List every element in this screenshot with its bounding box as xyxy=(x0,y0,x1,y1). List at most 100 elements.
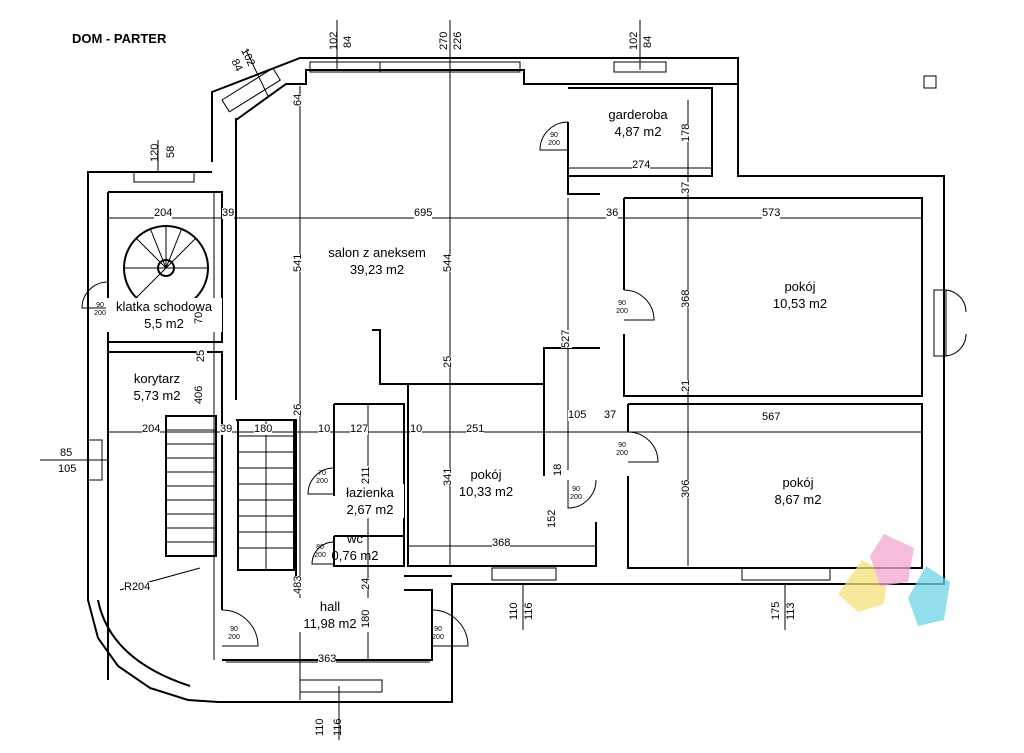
room-korytarz: korytarz 5,73 m2 xyxy=(112,370,202,404)
door-height: 200 xyxy=(548,140,560,147)
pokoj-ne-walls xyxy=(623,197,923,397)
dim-label: 70 xyxy=(193,311,205,324)
door-height: 200 xyxy=(616,308,628,315)
room-pokoj-se: pokój 8,67 m2 xyxy=(748,474,848,508)
dim-label: 527 xyxy=(560,329,572,348)
dim-label: 306 xyxy=(680,479,692,498)
dim-label: 37 xyxy=(680,181,692,194)
room-name: łazienka xyxy=(346,485,394,500)
dim-label: 37 xyxy=(604,409,617,421)
dim-label: 113 xyxy=(785,602,797,620)
dim-label: 152 xyxy=(546,509,558,528)
dim-label: 39 xyxy=(220,423,233,435)
pokoj-c-walls xyxy=(408,383,545,476)
dim-label: R204 xyxy=(124,581,151,593)
dim-label: 127 xyxy=(350,423,369,435)
room-area: 8,67 m2 xyxy=(774,492,822,507)
dim-label: 175 xyxy=(770,601,782,620)
dim-label: 178 xyxy=(680,123,692,142)
dim-label: 58 xyxy=(165,145,177,158)
door-height: 200 xyxy=(570,494,582,501)
dim-label: 180 xyxy=(254,423,273,435)
room-area: 5,5 m2 xyxy=(144,316,184,331)
dim-label: 544 xyxy=(442,253,454,272)
room-pokoj-ne: pokój 10,53 m2 xyxy=(750,278,850,312)
room-name: garderoba xyxy=(608,107,668,122)
dim-label: 10 xyxy=(410,423,423,435)
door-width: 90 xyxy=(618,442,626,449)
room-area: 10,53 m2 xyxy=(772,296,828,311)
dim-label: 84 xyxy=(342,35,354,48)
dim-label: 251 xyxy=(466,423,485,435)
door-width: 90 xyxy=(96,302,104,309)
door-width: 90 xyxy=(550,132,558,139)
door-height: 200 xyxy=(94,310,106,317)
door-width: 80 xyxy=(316,544,324,551)
dim-label: 18 xyxy=(552,463,564,476)
stair-treads xyxy=(166,420,294,570)
dim-label: 270 xyxy=(438,31,450,50)
dim-label: 120 xyxy=(149,143,161,162)
room-area: 11,98 m2 xyxy=(303,616,357,631)
door-height: 200 xyxy=(432,634,444,641)
dim-label: 85 xyxy=(60,447,73,459)
door-height: 200 xyxy=(316,478,328,485)
dim-label: 204 xyxy=(154,207,173,219)
room-name: korytarz xyxy=(133,371,181,386)
dim-label: 341 xyxy=(442,467,454,486)
dim-label: 25 xyxy=(195,349,207,362)
dim-label: 274 xyxy=(632,159,651,171)
room-area: 4,87 m2 xyxy=(614,124,662,139)
door-width: 90 xyxy=(230,626,238,633)
dim-label: 25 xyxy=(442,355,454,368)
dim-label: 567 xyxy=(762,411,781,423)
room-name: pokój xyxy=(784,279,816,294)
dim-label: 180 xyxy=(360,609,372,628)
dim-label: 64 xyxy=(292,93,304,106)
pokoj-se-walls xyxy=(627,403,923,569)
dim-label: 105 xyxy=(568,409,587,421)
dim-label: 483 xyxy=(292,575,304,594)
door-width: 70 xyxy=(318,470,326,477)
room-name: pokój xyxy=(470,467,502,482)
bath-walls xyxy=(333,403,405,567)
windows xyxy=(87,61,947,693)
page-title: DOM - PARTER xyxy=(72,31,167,46)
dim-label: 39 xyxy=(222,207,235,219)
dim-label: 105 xyxy=(58,463,77,475)
outer-wall xyxy=(87,57,945,703)
door-height: 200 xyxy=(616,450,628,457)
door-width: 90 xyxy=(434,626,442,633)
dim-label: 368 xyxy=(492,537,511,549)
dim-label: 204 xyxy=(142,423,161,435)
dim-label: 573 xyxy=(762,207,781,219)
dim-label: 226 xyxy=(452,31,464,50)
dim-label: 363 xyxy=(318,653,337,665)
door-swings xyxy=(81,121,967,647)
dim-label: 102 xyxy=(328,31,340,50)
dim-label: 541 xyxy=(292,253,304,272)
room-name: klatka schodowa xyxy=(115,299,213,314)
room-wc: wc 0,76 m2 xyxy=(320,530,390,564)
room-lazienka: łazienka 2,67 m2 xyxy=(336,484,404,518)
room-salon: salon z aneksem 39,23 m2 xyxy=(312,244,442,278)
room-name: wc xyxy=(347,531,363,546)
door-width: 90 xyxy=(618,300,626,307)
dim-label: 116 xyxy=(523,602,535,620)
chimney-symbol xyxy=(923,75,937,89)
room-area: 0,76 m2 xyxy=(331,548,379,563)
door-height: 200 xyxy=(228,634,240,641)
dim-label: 10 xyxy=(318,423,331,435)
dim-label: 211 xyxy=(360,466,372,484)
door-width: 90 xyxy=(572,486,580,493)
